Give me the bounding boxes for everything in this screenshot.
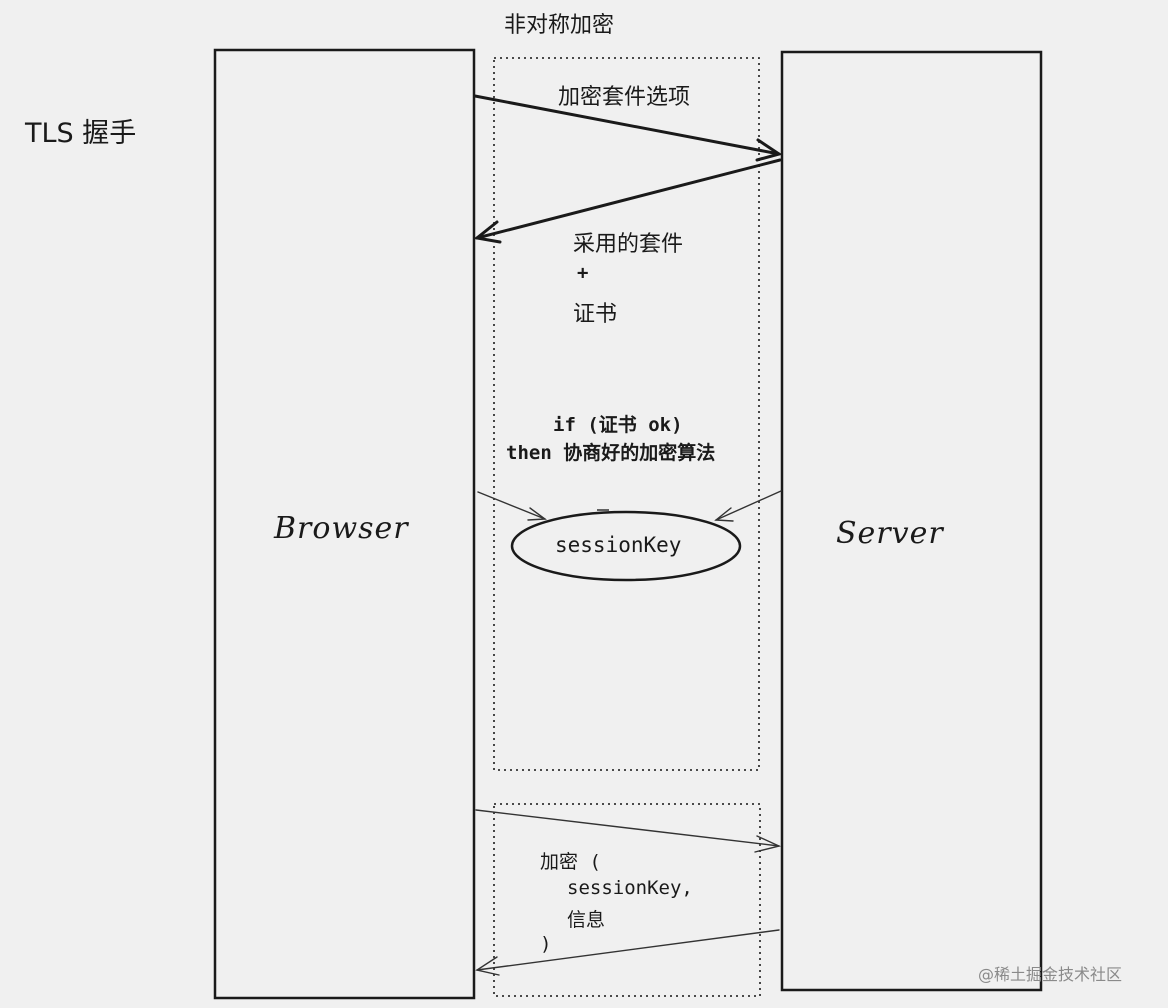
asymmetric-region [493,57,760,771]
watermark: @稀土掘金技术社区 [978,965,1123,984]
server-label: Server [836,516,944,551]
arrow-cipher-options [473,94,783,162]
arrow-server-to-key [714,490,782,522]
browser-label: Browser [274,511,409,546]
page-title: TLS 握手 [25,118,137,149]
browser-box [213,48,476,1000]
arrow-encrypted-request [475,809,782,853]
msg-cipher-options: 加密套件选项 [558,85,691,110]
server-box [780,50,1043,992]
arrow-browser-to-key [477,491,547,521]
asymmetric-label: 非对称加密 [504,13,615,38]
condition-line-2: then 协商好的加密算法 [506,442,716,464]
encrypt-line-1: 加密 ( [540,851,601,873]
encrypt-line-2: sessionKey, [567,877,693,899]
msg-plus: + [577,262,589,284]
msg-certificate: 证书 [573,302,618,327]
session-key-ellipse [510,510,742,582]
arrow-encrypted-response [475,929,780,976]
session-key-label: sessionKey [555,533,682,557]
encrypt-line-4: ) [540,933,552,955]
encrypt-line-3: 信息 [567,909,606,931]
msg-chosen-suite: 采用的套件 [573,232,684,257]
arrow-chosen-suite [473,158,782,244]
condition-line-1: if (证书 ok) [553,414,683,436]
symmetric-region [493,803,761,997]
